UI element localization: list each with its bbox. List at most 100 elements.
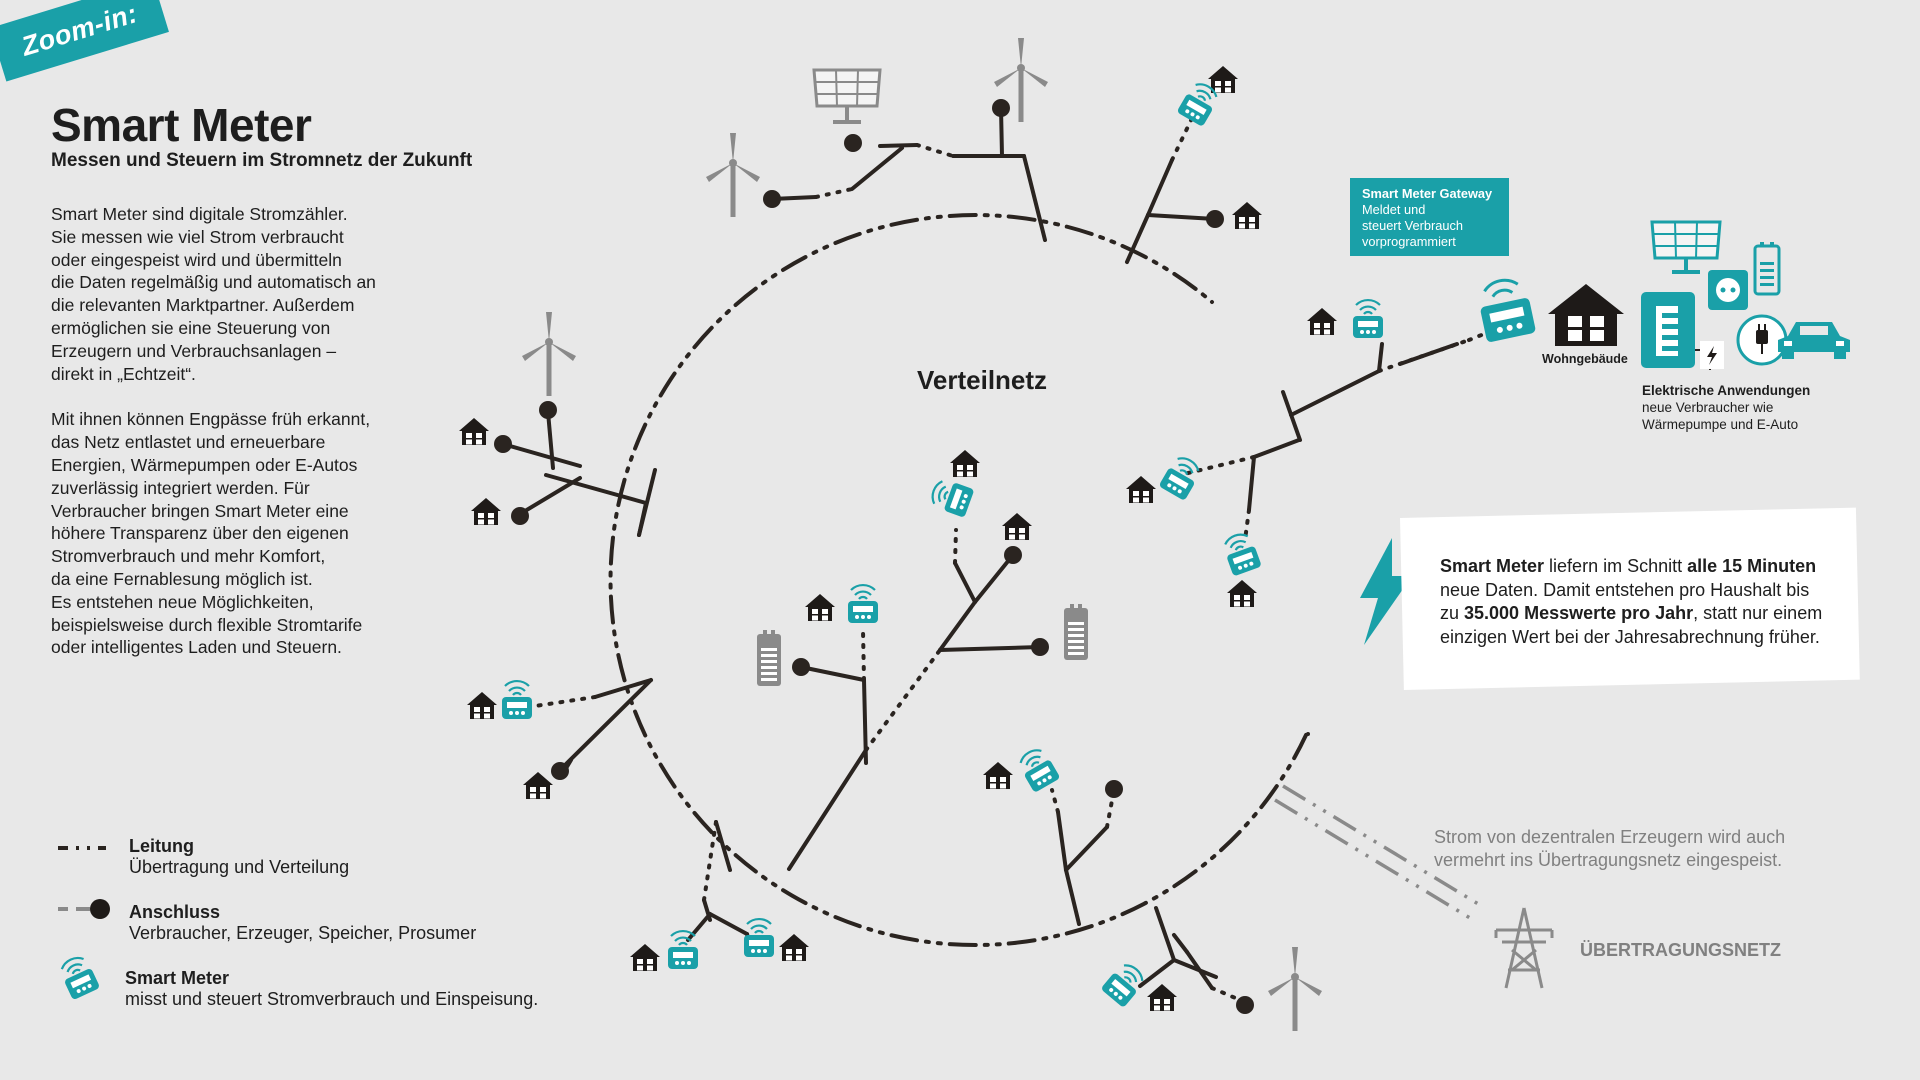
smart-meter-icon xyxy=(1351,298,1385,340)
intro-line: höhere Transparenz über den eigenen xyxy=(51,523,349,544)
facts-highlight: alle 15 Minuten xyxy=(1687,556,1817,576)
branch-lines xyxy=(501,106,1496,1002)
gateway-callout: Smart Meter Gateway Meldet und steuert V… xyxy=(1350,178,1509,256)
house-icon xyxy=(1227,580,1257,607)
transmission-network-label: ÜBERTRAGUNGSNETZ xyxy=(1580,940,1781,960)
wind-turbine-icon xyxy=(522,312,576,396)
battery-accent-icon xyxy=(1753,242,1781,296)
legend-desc: Verbraucher, Erzeuger, Speicher, Prosume… xyxy=(129,923,477,943)
page-title: Smart Meter xyxy=(51,99,312,151)
legend-title: Smart Meter xyxy=(125,968,230,988)
wind-turbine-icon xyxy=(706,133,760,217)
intro-paragraph-2: Mit ihnen können Engpässe früh erkannt, … xyxy=(51,408,411,659)
battery-icon xyxy=(1064,604,1088,660)
facts-text-part: neue Daten. Damit entstehen pro Haushalt… xyxy=(1440,579,1810,600)
intro-line: das Netz entlastet und erneuerbare xyxy=(51,432,326,453)
intro-line: die Daten regelmäßig und automatisch an xyxy=(51,272,376,293)
lightning-bolt-icon xyxy=(1360,538,1412,645)
legend-graphics xyxy=(55,846,110,1002)
house-icon xyxy=(983,762,1013,789)
facts-text-part: , statt nur einem xyxy=(1693,603,1823,623)
house-icon xyxy=(467,692,497,719)
smart-meter-icon xyxy=(742,917,776,959)
battery-icon xyxy=(757,630,781,686)
intro-line: Sie messen wie viel Strom verbraucht xyxy=(51,226,344,247)
legend-item-line: Leitung Übertragung und Verteilung xyxy=(129,836,349,878)
smart-meter-icon xyxy=(500,679,534,721)
gateway-title: Smart Meter Gateway xyxy=(1362,186,1493,201)
legend-item-smart-meter: Smart Meter misst und steuert Stromverbr… xyxy=(125,968,538,1010)
applications-title: Elektrische Anwendungen xyxy=(1642,383,1811,398)
house-icon xyxy=(805,594,835,621)
legend-title: Leitung xyxy=(129,836,194,856)
house-icon xyxy=(459,418,489,445)
intro-line: direkt in „Echtzeit“. xyxy=(51,363,196,384)
intro-line: Erzeugern und Verbrauchsanlagen – xyxy=(51,340,337,361)
intro-line: Energien, Wärmepumpen oder E-Autos xyxy=(51,454,358,475)
grid-feed-note: Strom von dezentralen Erzeugern wird auc… xyxy=(1434,826,1834,872)
residential-building-icon xyxy=(1548,284,1624,346)
house-icon xyxy=(1147,984,1177,1011)
legend-title: Anschluss xyxy=(129,902,221,922)
intro-line: die relevanten Marktpartner. Außerdem xyxy=(51,295,355,316)
intro-line: zuverlässig integriert werden. Für xyxy=(51,477,310,498)
wind-turbine-icon xyxy=(1268,947,1322,1031)
facts-text-part: zu xyxy=(1440,603,1465,623)
smart-meter-icon xyxy=(1219,529,1263,578)
page-subtitle: Messen und Steuern im Stromnetz der Zuku… xyxy=(51,150,473,171)
house-icon xyxy=(630,944,660,971)
gateway-text: Meldet und xyxy=(1362,202,1426,217)
facts-text-part: einzigen Wert bei der Jahresabrechnung f… xyxy=(1440,626,1820,647)
transmission-feed xyxy=(1274,784,1481,920)
power-pylon-icon xyxy=(1494,907,1554,989)
intro-line: Mit ihnen können Engpässe früh erkannt, xyxy=(51,409,371,430)
smart-meter-icon xyxy=(927,475,976,519)
intro-paragraph-1: Smart Meter sind digitale Stromzähler. S… xyxy=(51,203,411,385)
grid-note-line: Strom von dezentralen Erzeugern wird auc… xyxy=(1434,827,1786,847)
smart-meter-icon xyxy=(1014,744,1062,795)
connection-dots xyxy=(494,99,1254,1014)
house-icon xyxy=(950,450,980,477)
electrical-applications-group xyxy=(1641,220,1850,370)
intro-line: Es entstehen neue Möglichkeiten, xyxy=(51,591,314,612)
grid-note-line: vermehrt ins Übertragungsnetz eingespeis… xyxy=(1434,850,1783,870)
smart-meter-icon xyxy=(666,929,700,971)
intro-line: beispielsweise durch flexible Stromtarif… xyxy=(51,614,363,635)
legend-desc: misst und steuert Stromverbrauch und Ein… xyxy=(125,989,539,1009)
socket-icon xyxy=(1708,270,1748,310)
applications-text: Wärmepumpe und E-Auto xyxy=(1642,417,1799,432)
smart-meter-icon xyxy=(846,583,880,625)
distribution-ring xyxy=(608,213,1308,948)
house-icon xyxy=(1307,308,1337,335)
smart-meter-gateway-icon xyxy=(1480,278,1536,342)
intro-line: da eine Fernablesung möglich ist. xyxy=(51,568,313,589)
house-icon xyxy=(779,934,809,961)
house-icon xyxy=(471,498,501,525)
intro-text: Smart Meter sind digitale Stromzähler. S… xyxy=(51,203,411,682)
applications-text: neue Verbraucher wie xyxy=(1642,400,1774,415)
facts-text-part: liefern im Schnitt xyxy=(1544,556,1688,576)
distribution-network-label: Verteilnetz xyxy=(917,365,1048,395)
legend-desc: Übertragung und Verteilung xyxy=(129,857,350,877)
intro-line: Verbraucher bringen Smart Meter eine xyxy=(51,500,349,521)
solar-panel-accent-icon xyxy=(1650,220,1722,274)
building-label: Wohngebäude xyxy=(1542,352,1628,366)
electric-car-icon xyxy=(1778,322,1850,359)
gateway-text: steuert Verbrauch xyxy=(1362,218,1464,233)
facts-highlight: 35.000 Messwerte pro Jahr xyxy=(1464,603,1694,623)
solar-panel-icon xyxy=(812,68,882,126)
legend-item-connection: Anschluss Verbraucher, Erzeuger, Speiche… xyxy=(129,902,476,944)
facts-highlight: Smart Meter xyxy=(1440,556,1545,576)
intro-line: Stromverbrauch und mehr Komfort, xyxy=(51,546,326,567)
intro-line: oder eingespeist wird und übermitteln xyxy=(51,249,342,270)
house-icon xyxy=(1126,476,1156,503)
lightning-small-icon xyxy=(1700,341,1724,369)
intro-line: Smart Meter sind digitale Stromzähler. xyxy=(51,204,348,224)
facts-text: Smart Meter liefern im Schnitt alle 15 M… xyxy=(1440,555,1840,649)
intro-line: ermöglichen sie eine Steuerung von xyxy=(51,317,331,338)
heat-pump-icon xyxy=(1641,292,1711,370)
smart-meter-icon xyxy=(1157,452,1205,503)
gateway-text: vorprogrammiert xyxy=(1362,234,1456,249)
